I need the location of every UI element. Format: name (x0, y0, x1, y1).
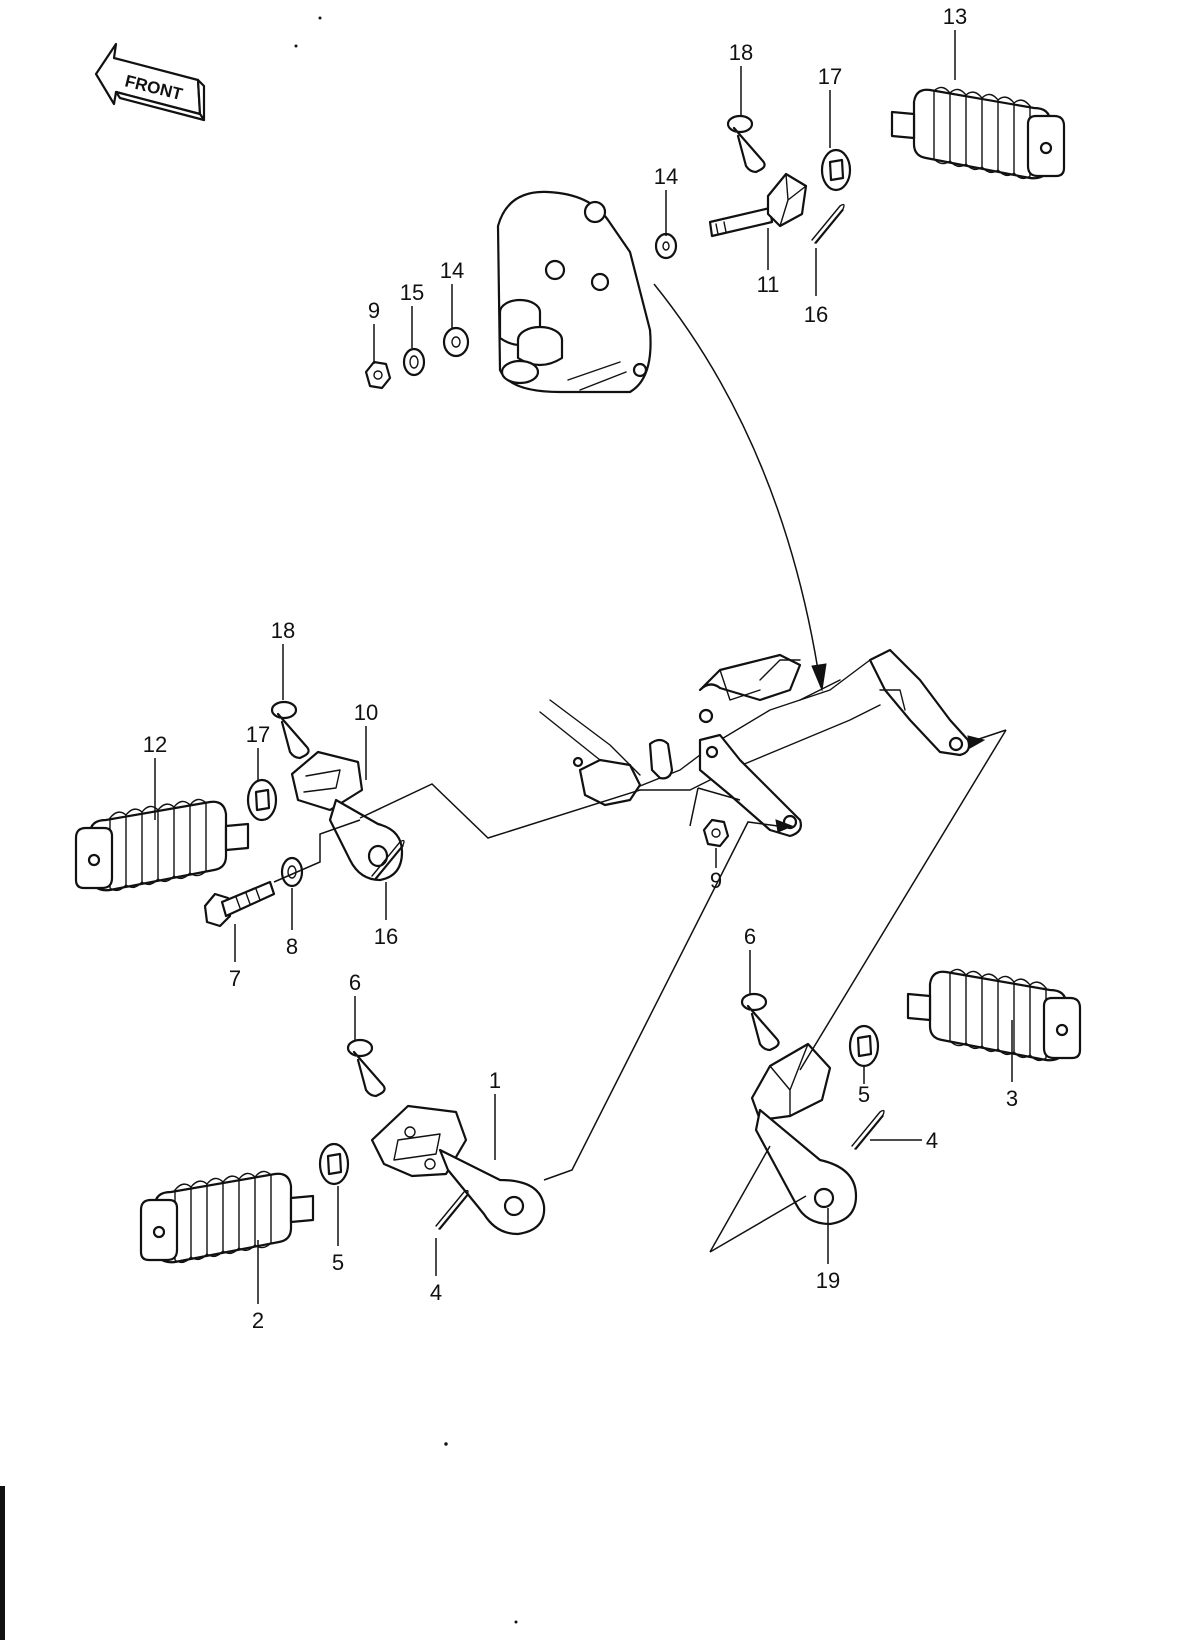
callout-1: 1 (489, 1068, 501, 1093)
callout-5-right: 5 (858, 1082, 870, 1107)
callout-11: 11 (757, 272, 780, 297)
callout-13: 13 (943, 4, 967, 29)
callout-4-left: 4 (430, 1280, 442, 1305)
callout-7: 7 (229, 966, 241, 991)
callout-9-upper: 9 (368, 298, 380, 323)
callout-19: 19 (816, 1268, 840, 1293)
callout-14-left: 14 (440, 258, 464, 283)
callout-14-right: 14 (654, 164, 678, 189)
cotter-pin-4-right (851, 1109, 885, 1150)
callout-16-upper: 16 (804, 302, 828, 327)
front-direction-arrow: FRONT (94, 42, 206, 122)
bolt-7 (203, 880, 276, 928)
pin-18-left (270, 700, 310, 760)
washer-15 (402, 347, 426, 377)
callout-18-left: 18 (271, 618, 295, 643)
washer-5-right (848, 1024, 880, 1068)
washer-17-left (246, 778, 278, 822)
washer-17-upper (820, 148, 852, 192)
pin-6-left (346, 1038, 386, 1098)
cotter-pin-4-left (435, 1189, 469, 1230)
callout-leaders (154, 30, 1013, 1304)
callout-3: 3 (1006, 1086, 1018, 1111)
callout-17-left: 17 (246, 722, 270, 747)
callout-6-left: 6 (349, 970, 361, 995)
washer-14-right (654, 232, 678, 260)
scan-edge-bar (0, 1486, 5, 1640)
assembly-lines (273, 283, 1007, 1253)
pin-6-right (740, 992, 780, 1052)
footpeg-2 (139, 1170, 315, 1264)
footpeg-12 (74, 798, 250, 892)
callout-17-upper: 17 (818, 64, 842, 89)
washer-8 (280, 856, 304, 888)
step-bracket-plate (496, 190, 652, 394)
shaft-11 (708, 172, 808, 238)
scan-specks (294, 16, 518, 1624)
callout-4-right: 4 (926, 1128, 938, 1153)
washer-14-left (442, 326, 470, 358)
callout-10: 10 (354, 700, 378, 725)
callout-6-right: 6 (744, 924, 756, 949)
callout-18-upper: 18 (729, 40, 753, 65)
washer-5-left (318, 1142, 350, 1186)
callout-16-left: 16 (374, 924, 398, 949)
footpeg-3 (906, 968, 1082, 1062)
nut-9-upper (364, 360, 392, 390)
callout-9-frame: 9 (710, 868, 722, 893)
callout-8: 8 (286, 934, 298, 959)
callout-labels: 13 18 17 14 11 16 14 15 9 18 10 17 12 9 … (143, 4, 1018, 1333)
footrest-bracket-10 (290, 750, 404, 882)
callout-15: 15 (400, 280, 424, 305)
callout-2: 2 (252, 1308, 264, 1333)
frame-assembly (539, 648, 971, 838)
callout-5-left: 5 (332, 1250, 344, 1275)
cotter-pin-16-upper (811, 203, 845, 244)
callout-12: 12 (143, 732, 167, 757)
footrest-bracket-1 (370, 1104, 546, 1236)
pin-18-upper (726, 114, 766, 174)
footpeg-13 (890, 86, 1066, 180)
footrest-bracket-19 (750, 1042, 858, 1226)
